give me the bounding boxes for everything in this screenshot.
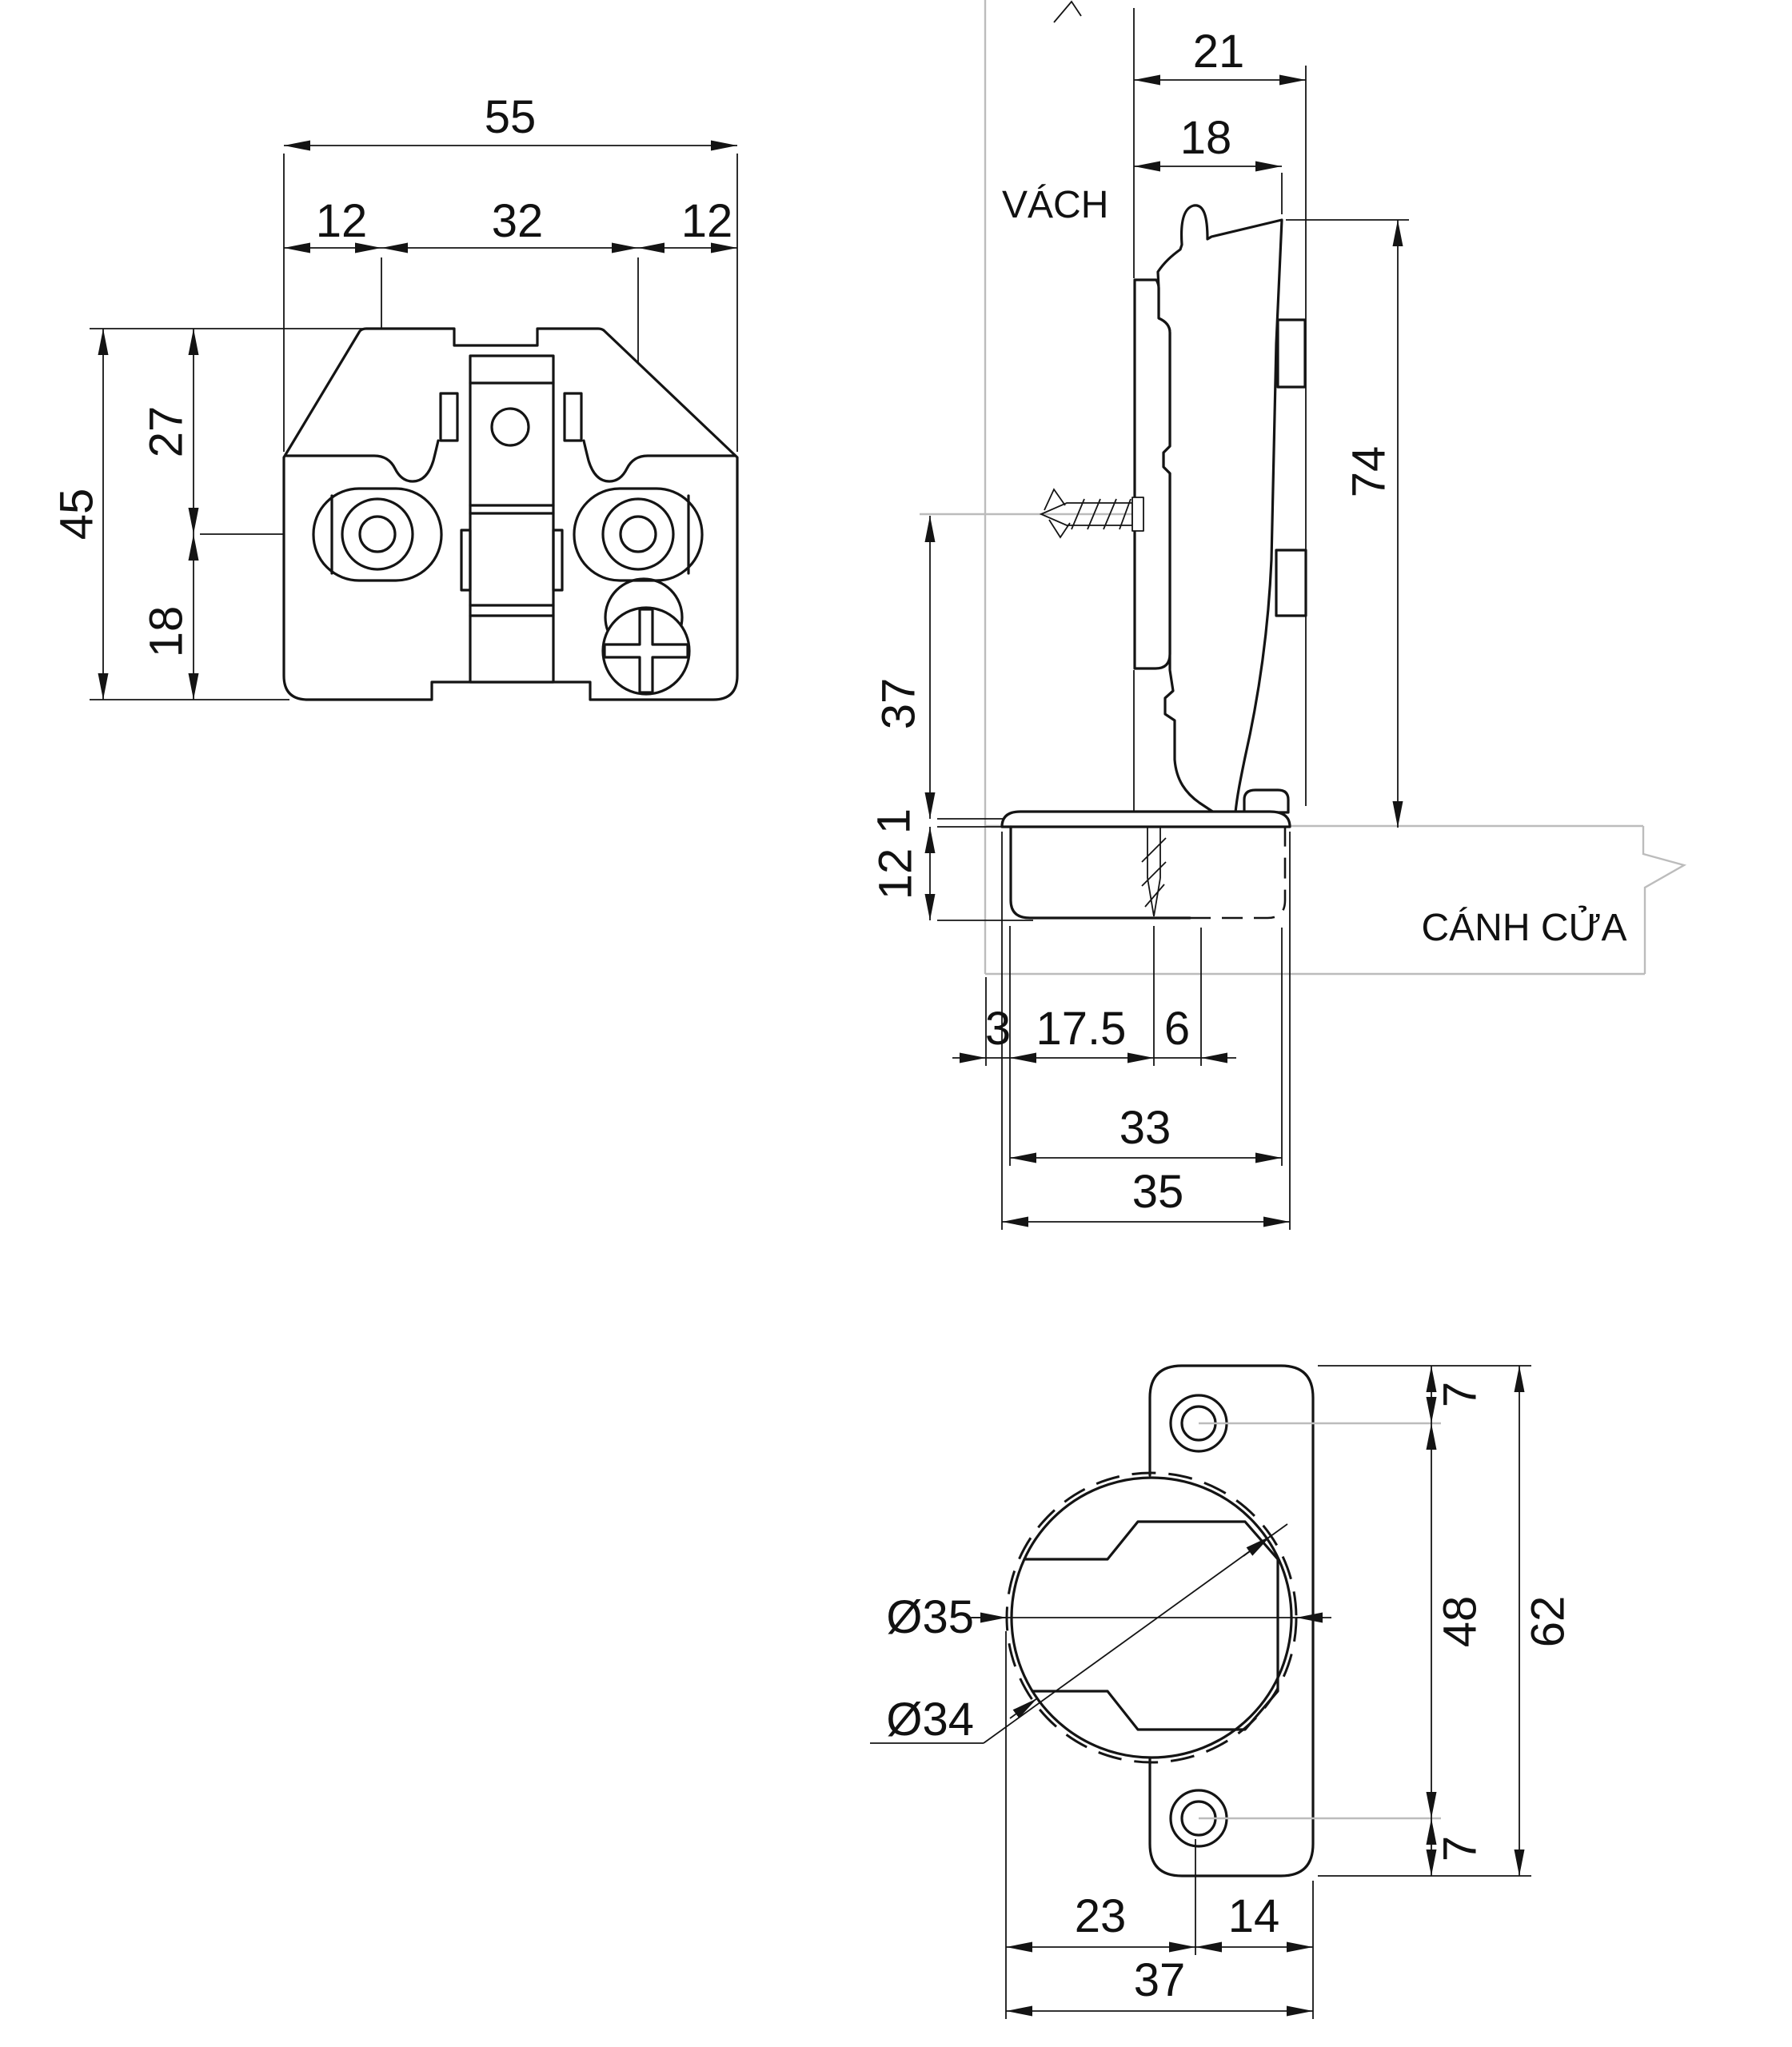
- arm-clip-lower: [1275, 549, 1307, 617]
- spring-clip-right: [563, 392, 583, 442]
- dim-plate-top-to-center: 27: [140, 406, 192, 458]
- slot-tab-left: [460, 529, 472, 592]
- plate-top-view: 55 12 32 12 45 27 18: [50, 91, 739, 701]
- dim-side-cup-depth: 12: [869, 848, 921, 900]
- hinge-arm-profile: [1156, 204, 1283, 814]
- cup-inner-cutout: [1023, 1520, 1279, 1731]
- dim-cup-to-screw: 23: [1075, 1890, 1127, 1942]
- dim-plate-offset-right: 12: [681, 195, 733, 247]
- mount-hole-left: [312, 487, 443, 582]
- mount-hole-right-ring: [601, 497, 675, 571]
- dim-side-flange-width: 35: [1132, 1166, 1184, 1218]
- phillips-cross-icon: [603, 608, 689, 694]
- dim-cup-bore-solid: Ø34: [886, 1694, 974, 1746]
- dim-side-overall-height: 74: [1343, 446, 1395, 498]
- side-mounting-plate: [1133, 278, 1171, 670]
- dim-screw-to-edge: 14: [1228, 1890, 1280, 1942]
- cup-flange-side: [1000, 810, 1291, 828]
- dia34-arrow-outer: [1243, 1535, 1271, 1557]
- mount-hole-left-ring: [341, 497, 414, 571]
- dim-side-plate-depth: 18: [1180, 112, 1232, 164]
- dim-side-flange-gap: 1: [868, 808, 920, 834]
- dim-cup-edge-to-hole-top: 7: [1434, 1382, 1486, 1407]
- adjustment-slot: [469, 354, 555, 684]
- dim-plate-center-to-bottom: 18: [140, 606, 192, 658]
- hinge-side-view: 21 18 VÁCH 74 37 1 12 CÁNH CỬA 3 17.5: [868, 0, 1687, 1230]
- dim-plate-hole-spacing: 32: [492, 195, 544, 247]
- plate-inner-contour-left: [285, 439, 440, 483]
- dim-side-cup-to-pivot: 6: [1164, 1003, 1190, 1055]
- dim-cup-hole-spacing: 48: [1434, 1596, 1486, 1648]
- door-break-mark: [1642, 826, 1687, 974]
- arm-clip-upper: [1276, 318, 1307, 389]
- wall-screw-head: [1131, 497, 1144, 532]
- slot-hole: [490, 407, 530, 447]
- cup-bottom-view: 7 48 62 7 Ø35 Ø34 23 14 37: [870, 1364, 1574, 2019]
- label-door: CÁNH CỬA: [1421, 905, 1626, 949]
- slot-tab-right: [552, 529, 564, 592]
- dim-plate-overall-height: 45: [50, 489, 102, 541]
- pivot-boss: [1243, 788, 1290, 814]
- dim-cup-overall-width: 37: [1134, 1954, 1186, 2006]
- wall-break-mark: [1053, 0, 1082, 23]
- spring-clip-left: [439, 392, 459, 442]
- label-wall: VÁCH: [1002, 184, 1108, 226]
- dim-cup-plate-height: 62: [1522, 1596, 1574, 1648]
- dim-plate-overall-width: 55: [485, 91, 537, 143]
- cup-side-solid: [1009, 825, 1191, 920]
- mount-hole-left-bore: [358, 515, 397, 553]
- dim-plate-offset-left: 12: [316, 195, 368, 247]
- dim-side-door-edge-gap: 3: [985, 1003, 1011, 1055]
- mount-hole-right-bore: [619, 515, 657, 553]
- dim-side-screw-to-flange: 37: [872, 678, 924, 730]
- dim-side-cup-width: 33: [1120, 1102, 1171, 1154]
- dim-cup-bore-dashed: Ø35: [886, 1591, 974, 1643]
- dim-side-edge-to-cup: 17.5: [1036, 1003, 1127, 1055]
- plate-inner-contour-right: [582, 439, 736, 483]
- dim-cup-edge-to-hole-bottom: 7: [1434, 1836, 1486, 1861]
- cup-screw: [1141, 828, 1167, 917]
- dia34-arrow-inner: [1009, 1698, 1038, 1719]
- cup-side-hidden: [1190, 827, 1287, 920]
- dim-side-overall-depth: 21: [1193, 26, 1245, 78]
